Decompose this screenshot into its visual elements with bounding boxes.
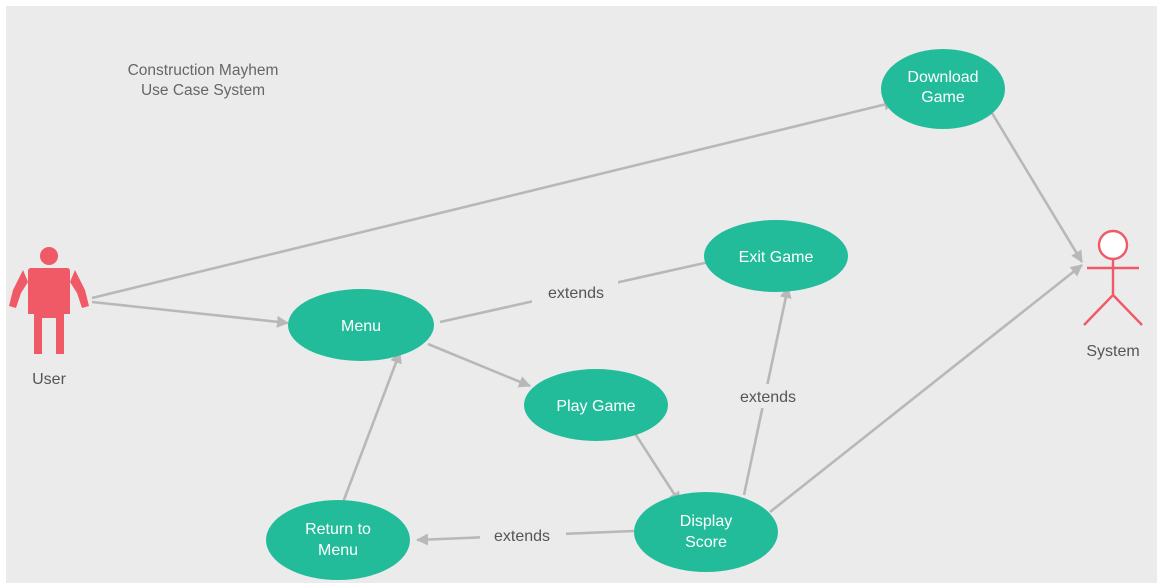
relation-label-score-exit: extends [740, 389, 796, 406]
diagram-title-line2: Use Case System [141, 82, 265, 99]
edge-user-download [91, 98, 896, 300]
use-case-display-score-line2: Score [685, 534, 727, 551]
edge-return-menu [340, 351, 402, 506]
use-case-exit-game[interactable]: Exit Game [704, 220, 848, 292]
edge-play-score [632, 431, 682, 504]
label-bg-score-return [480, 523, 566, 547]
use-case-display-score-line1: Display [680, 513, 732, 530]
edge-menu-play [427, 342, 531, 388]
use-case-play-game-label: Play Game [556, 398, 635, 415]
use-case-menu[interactable]: Menu [288, 289, 434, 361]
edge-download-system [990, 112, 1084, 263]
user-actor-label: User [32, 371, 66, 388]
relation-label-menu-exit: extends [548, 285, 604, 302]
use-case-return-to-menu[interactable]: Return to Menu [266, 500, 410, 580]
use-case-menu-label: Menu [341, 318, 381, 335]
relation-label-score-return: extends [494, 528, 550, 545]
system-actor-label: System [1086, 343, 1139, 360]
use-case-exit-game-label: Exit Game [739, 249, 814, 266]
edge-user-menu [91, 300, 289, 328]
use-case-return-to-menu-line2: Menu [318, 542, 358, 559]
use-case-download-game[interactable]: Download Game [881, 49, 1005, 129]
edge-score-system [769, 263, 1083, 514]
use-case-diagram: Construction Mayhem Use Case System exte… [6, 6, 1157, 583]
diagram-svg: Construction Mayhem Use Case System exte… [9, 49, 1143, 580]
label-bg-menu-exit [532, 280, 618, 304]
use-case-display-score[interactable]: Display Score [634, 492, 778, 572]
label-bg-score-exit [725, 384, 811, 408]
diagram-title-line1: Construction Mayhem [128, 62, 279, 79]
use-case-play-game[interactable]: Play Game [524, 369, 668, 441]
user-actor-icon[interactable] [9, 247, 89, 354]
system-actor-icon[interactable] [1083, 229, 1143, 326]
use-case-download-game-line1: Download [907, 69, 978, 86]
use-case-return-to-menu-line1: Return to [305, 521, 371, 538]
use-case-download-game-line2: Game [921, 89, 965, 106]
